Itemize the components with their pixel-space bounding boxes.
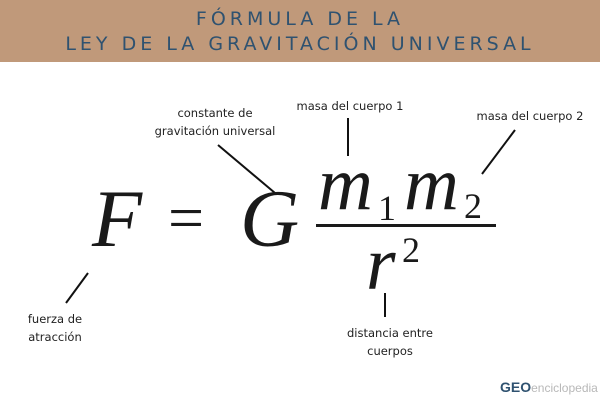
- leader-line-constant: [217, 144, 276, 194]
- label-distance-line1: distancia entre: [347, 326, 433, 340]
- label-distance-line2: cuerpos: [367, 344, 413, 358]
- symbol-mass1-subscript: 1: [378, 188, 396, 228]
- symbol-mass2: m: [404, 142, 459, 226]
- label-mass1: masa del cuerpo 1: [296, 99, 404, 113]
- label-force: fuerza de atracción: [20, 310, 90, 346]
- logo-brand-light: enciclopedia: [531, 381, 598, 395]
- symbol-distance: r: [366, 222, 396, 306]
- label-distance: distancia entre cuerpos: [335, 324, 445, 360]
- title-banner: FÓRMULA DE LA LEY DE LA GRAVITACIÓN UNIV…: [0, 0, 600, 62]
- label-mass2: masa del cuerpo 2: [476, 109, 584, 123]
- fraction-bar: [316, 224, 496, 227]
- label-constant-line2: gravitación universal: [154, 124, 276, 138]
- leader-line-force: [65, 272, 89, 304]
- leader-line-mass2: [481, 129, 516, 175]
- symbol-constant: G: [240, 173, 300, 264]
- label-constant: constante de gravitación universal: [140, 104, 290, 140]
- title-line-1: FÓRMULA DE LA: [195, 8, 405, 30]
- symbol-mass1: m: [318, 142, 373, 226]
- logo-brand-bold: GEO: [500, 379, 532, 395]
- symbol-equals: =: [168, 182, 205, 253]
- label-constant-line1: constante de: [177, 106, 253, 120]
- geoenciclopedia-logo: GEOenciclopedia: [500, 379, 598, 396]
- symbol-mass2-subscript: 2: [464, 186, 482, 226]
- symbol-distance-exponent: 2: [402, 230, 420, 270]
- symbol-force: F: [92, 173, 143, 264]
- label-force-line1: fuerza de: [27, 312, 83, 326]
- title-line-2: LEY DE LA GRAVITACIÓN UNIVERSAL: [65, 33, 535, 55]
- label-force-line2: atracción: [28, 330, 82, 344]
